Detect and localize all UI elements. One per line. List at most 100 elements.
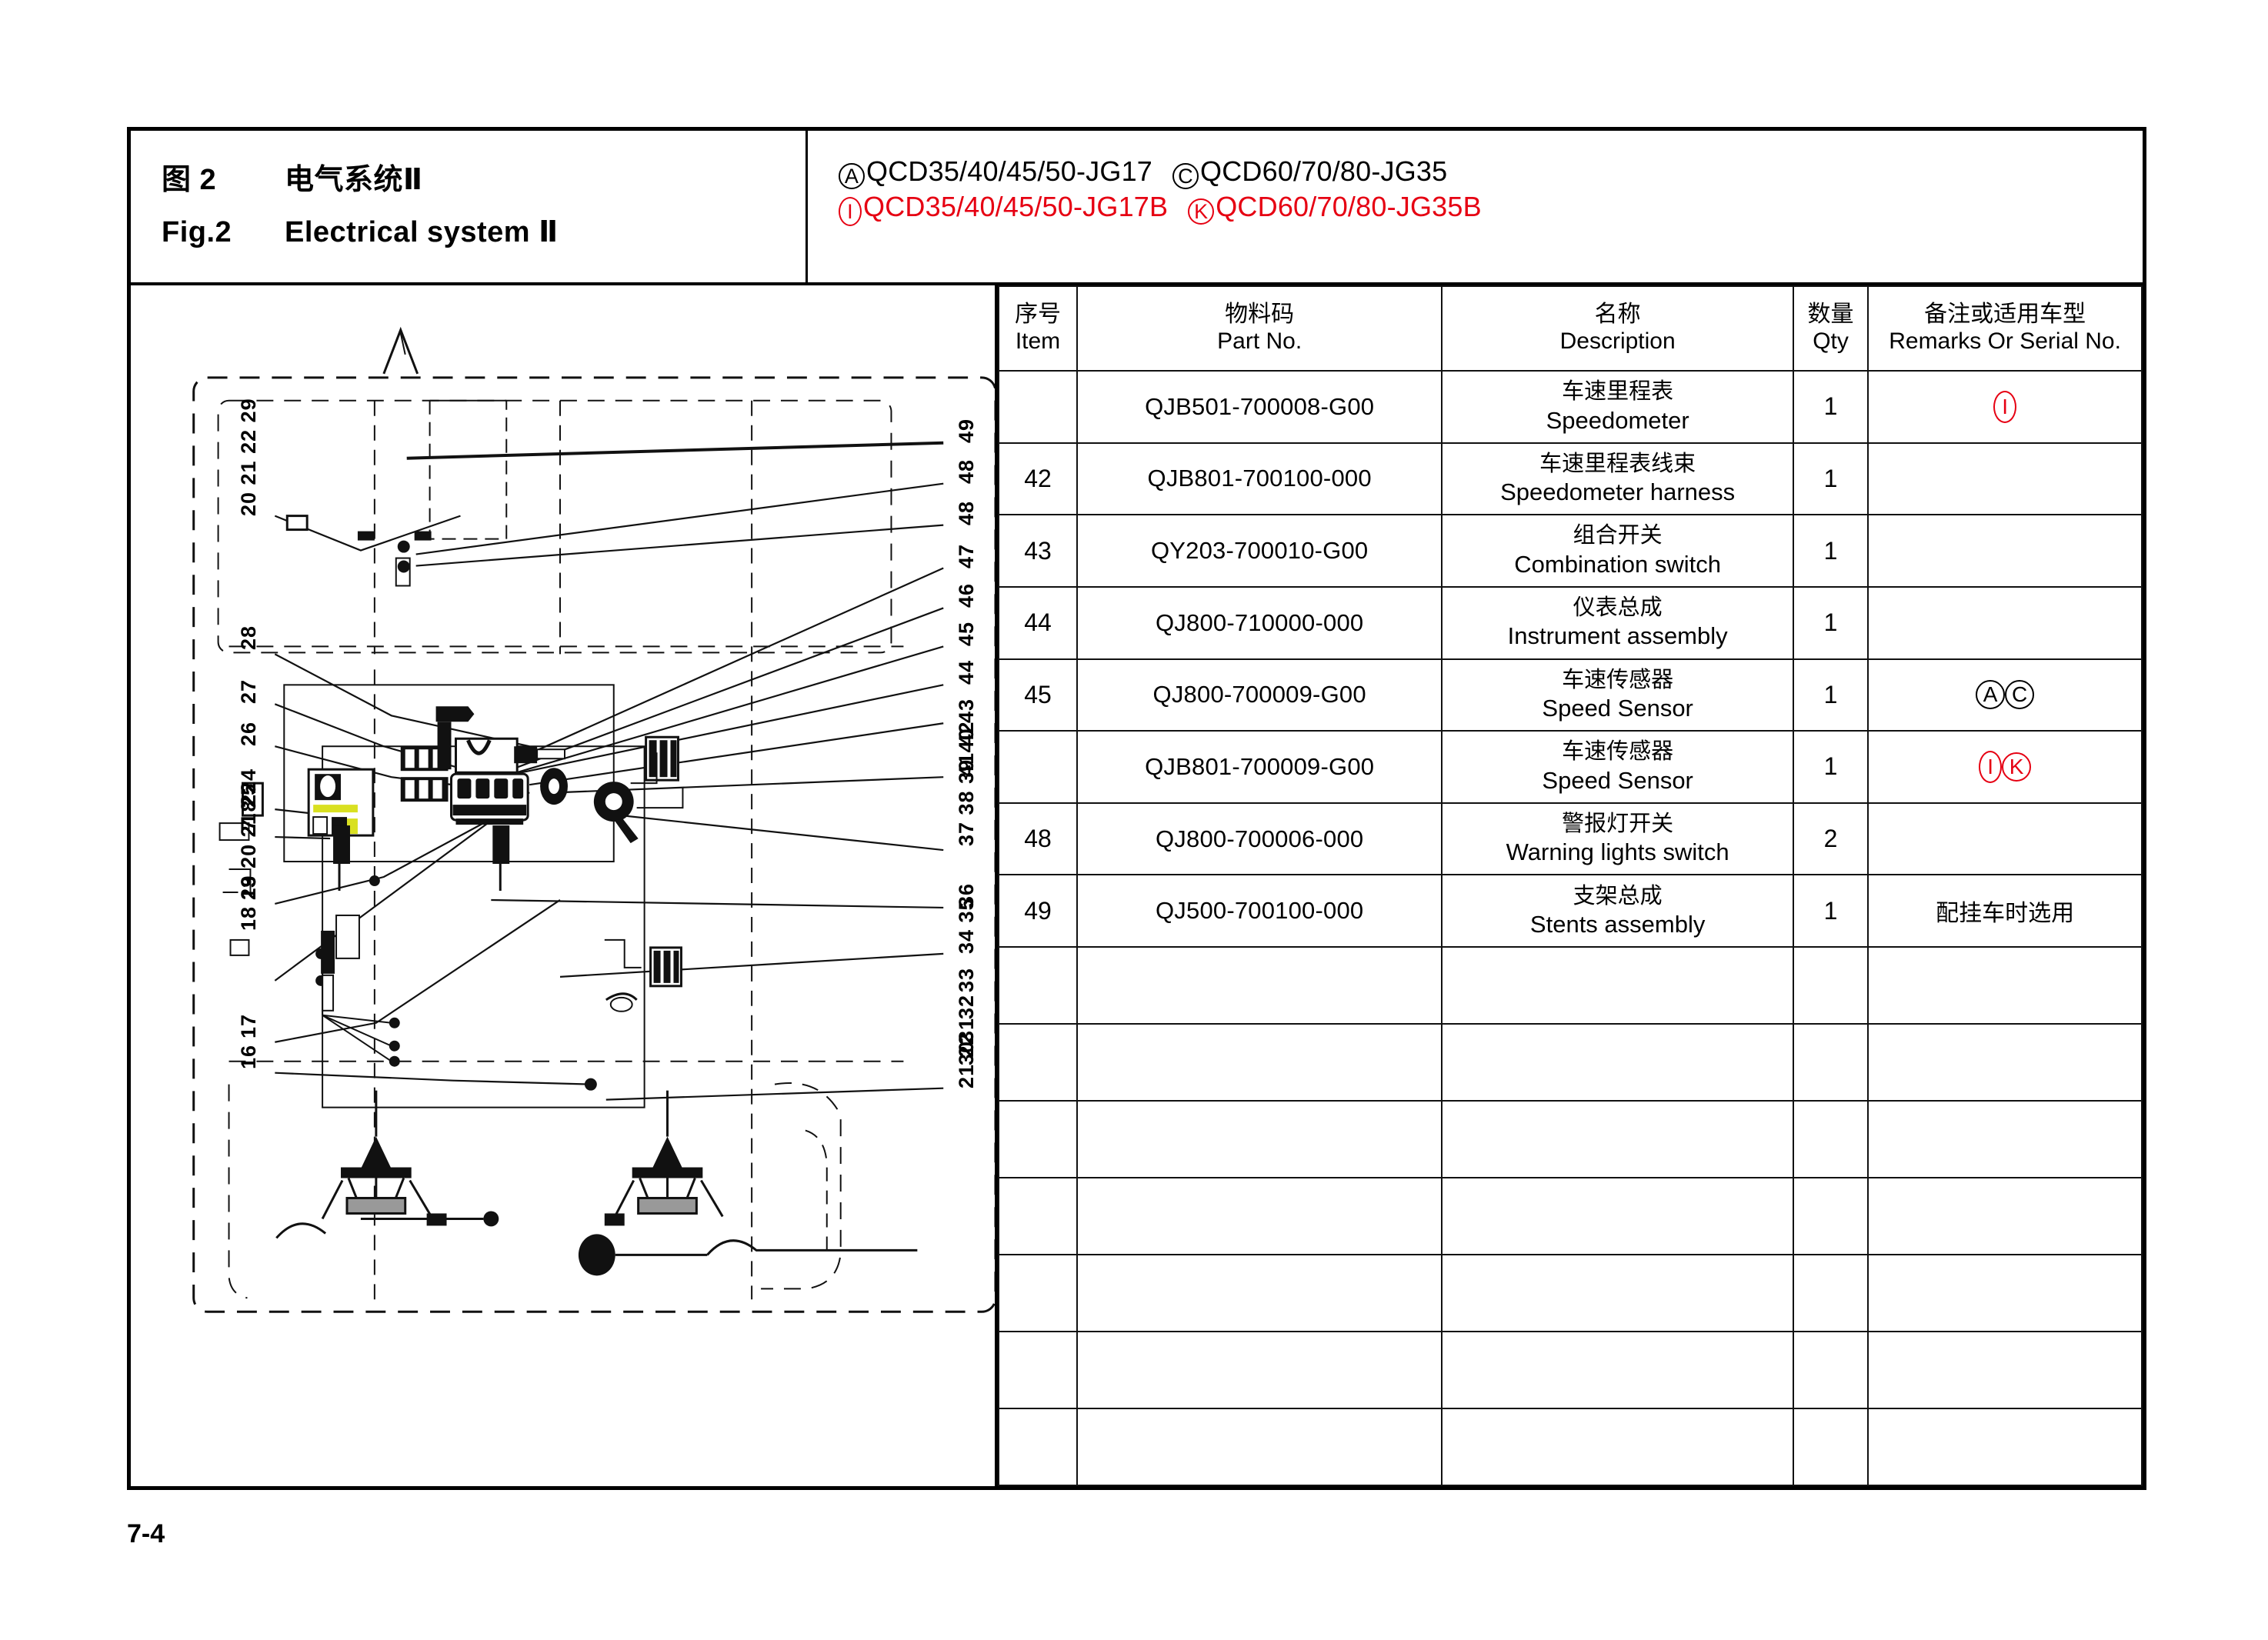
diagram-callout-right-12: 33 [955,967,979,992]
figure-title-chinese: 图 2 电气系统Ⅱ [162,155,805,198]
figure-title-english: Fig.2 Electrical system Ⅱ [162,215,805,249]
cell-part-no [1076,1408,1443,1486]
diagram-callout-right-16: 21 22 [955,1032,979,1088]
cell-qty [1792,1177,1869,1255]
model-text-a: QCD35/40/45/50-JG17 [866,155,1153,187]
cell-item [998,730,1078,804]
cell-item: 42 [998,442,1078,516]
cell-qty: 1 [1792,585,1869,660]
column-header-remarks: 备注或适用车型 Remarks Or Serial No. [1867,285,2143,372]
cell-qty [1792,1331,1869,1409]
cell-remarks [1867,585,2143,660]
relay-block-lower [400,777,449,802]
cell-part-no: QJB801-700009-G00 [1076,730,1443,804]
description-chinese: 车速里程表线束 [1539,451,1696,476]
cell-description [1441,1177,1794,1255]
diagram-callout-left-9: 16 [236,1044,260,1069]
cell-item [998,1177,1078,1255]
cell-part-no [1076,1100,1443,1178]
cell-qty: 1 [1792,370,1869,444]
figure-number-en: Fig.2 [162,216,232,248]
steering-column [321,930,335,1012]
table-header-row: 序号 Item 物料码 Part No. 名称 Description 数量 [998,285,2143,372]
description-english: Stents assembly [1529,910,1706,938]
diagram-callout-right-5: 45 [955,622,979,647]
circle-mark-k-icon: K [2002,752,2032,782]
horn-component [593,782,639,844]
description-chinese: 支架总成 [1573,883,1663,908]
cell-remarks [1867,1023,2143,1102]
cell-item [998,1254,1078,1332]
diagram-callout-right-11: 34 35 [955,898,979,954]
column-header-qty: 数量 Qty [1792,285,1869,372]
diagram-callout-right-13: 32 [955,994,979,1019]
diagram-callout-left-1: 28 [236,625,260,651]
cell-qty: 1 [1792,730,1869,804]
diagram-callout-left-2: 27 [236,679,260,705]
cell-item: 43 [998,514,1078,588]
diagram-callout-right-9: 37 38 39 40 [955,728,979,847]
description-english: Speedometer [1546,406,1689,434]
diagram-callout-right-2: 48 [955,500,979,525]
description-chinese: 车速传感器 [1562,739,1674,765]
diagram-callout-right-1: 48 [955,458,979,484]
switch-column-left [218,782,264,956]
diagram-callout-right-6: 44 [955,660,979,685]
cell-part-no [1076,1023,1443,1102]
cell-remarks [1867,1254,2143,1332]
diagram-callout-right-0: 49 [955,418,979,443]
cell-part-no [1076,1177,1443,1255]
diagram-callout-left-7: 18 19 20 21 22 [236,781,260,931]
description-english: Speed Sensor [1542,766,1693,794]
figure-name-en: Electrical system Ⅱ [285,216,559,248]
cell-description [1441,1408,1794,1486]
cell-description [1441,1331,1794,1409]
circle-mark-i-icon: I [1993,390,2017,423]
cell-remarks [1867,802,2143,876]
table-row-empty [998,1023,2143,1102]
roof-vent-icon [382,326,419,375]
description-english: Warning lights switch [1506,838,1729,866]
combination-switch [514,746,565,764]
cell-description [1441,1023,1794,1102]
circle-mark-a-icon: A [839,163,865,189]
circle-mark-a-icon: A [1976,680,2006,710]
table-row-empty [998,1254,2143,1332]
cell-part-no [1076,1331,1443,1409]
column-header-part-no: 物料码 Part No. [1076,285,1443,372]
diagram-callout-left-0: 20 21 22 29 [236,397,260,516]
cell-part-no [1076,946,1443,1025]
cell-description [1441,1100,1794,1178]
assembly-diagram-svg [192,326,995,1313]
circle-mark-i-icon: I [839,197,862,227]
circle-mark-i-icon: I [1979,750,2003,783]
table-row-empty [998,946,2143,1025]
description-english: Instrument assembly [1507,622,1728,650]
cell-part-no: QY203-700010-G00 [1076,514,1443,588]
table-row-empty [998,1408,2143,1486]
column-header-description: 名称 Description [1441,285,1794,372]
model-text-c: QCD60/70/80-JG35 [1200,155,1448,187]
cell-qty: 1 [1792,874,1869,948]
cell-remarks [1867,1100,2143,1178]
cell-item [998,1408,1078,1486]
cell-qty [1792,946,1869,1025]
